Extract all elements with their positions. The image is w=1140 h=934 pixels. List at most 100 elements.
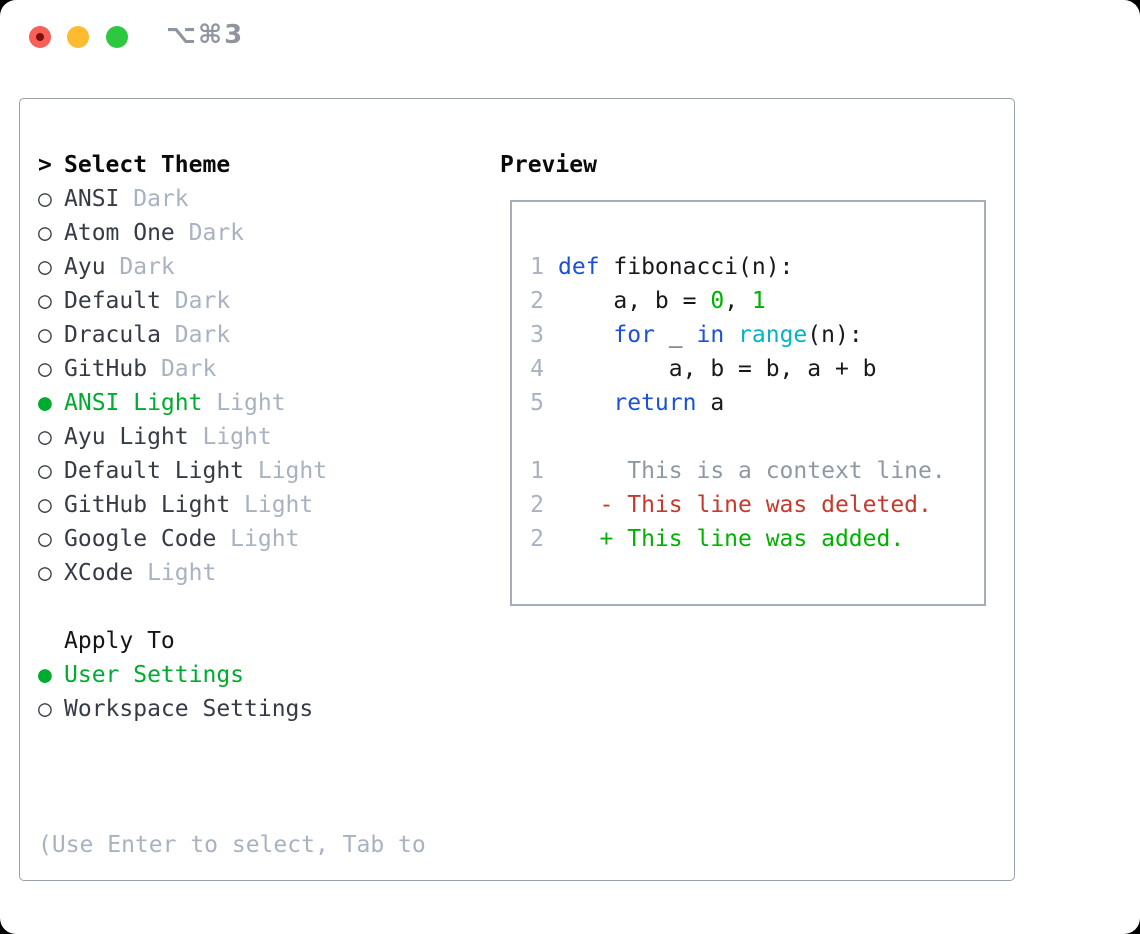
code-token [558,526,600,552]
theme-name: Default [64,288,161,314]
radio-selected-icon: ● [38,662,52,688]
radio-selected-icon: ● [38,390,52,416]
zoom-button[interactable] [106,26,128,48]
theme-option[interactable]: ○Google Code Light [38,522,327,556]
line-number: 5 [530,390,544,416]
code-token: a, b = [558,288,711,314]
code-token: return [613,390,697,416]
radio-icon: ○ [38,220,52,246]
code-token: def [558,254,600,280]
code-line [530,420,946,454]
theme-name: Default Light [64,458,245,484]
keyboard-hint-line1: (Use Enter to select, Tab to [38,832,426,858]
code-token: fibonacci(n): [599,254,794,280]
theme-variant: Dark [105,254,175,280]
code-token: , [724,288,752,314]
theme-option[interactable]: ○ Ayu Light Light [38,420,327,454]
keyboard-hint: (Use Enter to select, Tab to change focu… [38,760,426,934]
theme-option[interactable]: ○XCode Light [38,556,327,590]
radio-icon: ○ [38,696,52,722]
radio-icon: ○ [38,560,52,586]
apply-option-label: User Settings [64,662,245,688]
theme-variant: Light [216,526,300,552]
theme-name: Ayu Light [64,424,189,450]
code-line: 3 for _ in range(n): [530,318,946,352]
line-number: 2 [530,526,544,552]
code-line: 1 def fibonacci(n): [530,250,946,284]
theme-variant: Light [230,492,314,518]
apply-option[interactable]: ● User Settings [38,658,313,692]
code-line: 2 a, b = 0, 1 [530,284,946,318]
theme-option[interactable]: ○ GitHub Dark [38,352,327,386]
radio-icon: ○ [38,492,52,518]
code-token: range [738,322,808,348]
line-number: 1 [530,254,544,280]
apply-to-section: Apply To ● User Settings ○ Workspace Settin… [38,624,313,726]
titlebar: ⌥⌘3 [0,0,1140,74]
code-token [724,322,738,348]
close-button-dot [36,33,44,41]
theme-variant: Light [244,458,328,484]
code-line: 1 This is a context line. [530,454,946,488]
theme-name: Google Code [64,526,217,552]
theme-option[interactable]: ●ANSI Light Light [38,386,327,420]
line-number: 4 [530,356,544,382]
theme-variant: Dark [160,322,231,348]
theme-option[interactable]: ○Atom One Dark [38,216,327,250]
radio-icon: ○ [38,288,52,314]
minimize-button[interactable] [67,26,89,48]
apply-option[interactable]: ○ Workspace Settings [38,692,313,726]
code-token: 1 [751,288,766,314]
theme-variant: Light [188,424,272,450]
theme-name: XCode [64,560,134,586]
theme-option[interactable]: ○ Ayu Dark [38,250,327,284]
window-title-shortcut: ⌥⌘3 [166,20,245,50]
apply-option-label: Workspace Settings [64,696,314,722]
radio-icon: ○ [38,186,52,212]
radio-icon: ○ [38,458,52,484]
code-token: _ [654,322,697,348]
theme-option[interactable]: ○ANSI Dark [38,182,327,216]
radio-icon: ○ [38,356,52,382]
line-number: 3 [530,322,544,348]
code-token: 0 [710,288,725,314]
code-token: + This line was added. [599,526,905,552]
code-line: 5 return a [530,386,946,420]
theme-option[interactable]: ○ Default Light Light [38,454,327,488]
code-token: in [696,322,725,348]
theme-variant: Dark [119,186,189,212]
theme-variant: Dark [174,220,245,246]
theme-list: >Select Theme ○ANSI Dark○Atom One Dark○A… [38,148,327,590]
focus-caret-icon: > [38,152,52,178]
theme-option[interactable]: ○ Dracula Dark [38,318,327,352]
radio-icon: ○ [38,424,52,450]
theme-list-title: Select Theme [64,152,231,178]
apply-to-header: Apply To [38,624,313,658]
theme-variant: Dark [160,288,231,314]
theme-name: ANSI Light [64,390,203,416]
line-number: 2 [530,492,544,518]
line-number: 2 [530,288,544,314]
code-line: 2 - This line was deleted. [530,488,946,522]
code-token: - This line was deleted. [599,492,932,518]
theme-option[interactable]: ○ Default Dark [38,284,327,318]
theme-name: GitHub [64,356,148,382]
close-button[interactable] [29,26,51,48]
code-line: 4 a, b = b, a + b [530,352,946,386]
apply-to-title: Apply To [64,628,175,654]
theme-list-header: > Select Theme [38,148,327,182]
theme-name: GitHub Light [64,492,231,518]
code-line: 2 + This line was added. [530,522,946,556]
line-number: 1 [530,458,544,484]
theme-name: Ayu [64,254,106,280]
code-token: (n): [807,322,863,348]
radio-icon: ○ [38,322,52,348]
theme-name: Dracula [64,322,161,348]
theme-option[interactable]: ○ GitHub Light Light [38,488,327,522]
radio-icon: ○ [38,254,52,280]
theme-variant: Dark [147,356,217,382]
keyboard-hint-line2: change focus) [38,930,426,934]
code-token: This is a context line. [558,458,946,484]
